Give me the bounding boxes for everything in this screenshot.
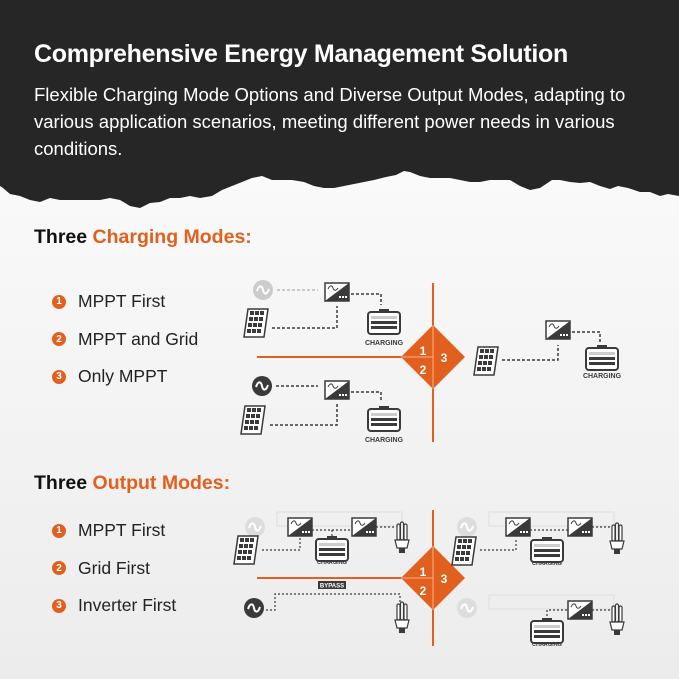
number-badge: 1 xyxy=(52,523,66,538)
page-subtitle: Flexible Charging Mode Options and Diver… xyxy=(34,84,626,159)
battery-icon xyxy=(530,617,564,644)
battery-label: CHARGING xyxy=(532,642,562,648)
light-bulb-icon xyxy=(394,521,410,554)
title-accent: Output Modes xyxy=(92,472,224,494)
inverter-icon xyxy=(567,517,593,537)
inverter-icon xyxy=(287,517,313,537)
inverter-icon xyxy=(324,282,350,302)
solar-panel-icon xyxy=(243,308,269,338)
title-suffix: : xyxy=(223,472,231,494)
battery-icon xyxy=(315,535,349,562)
grid-icon xyxy=(456,597,478,619)
charging-modes-title: Three Charging Modes: xyxy=(34,226,252,249)
diamond-number-3: 3 xyxy=(441,572,448,586)
battery-label: CHARGING xyxy=(317,560,347,566)
number-badge: 3 xyxy=(52,369,66,384)
output-modes-title: Three Output Modes: xyxy=(34,472,230,495)
charging-mode-2-diagram: CHARGING xyxy=(240,375,404,444)
battery-icon xyxy=(585,344,619,371)
grid-icon xyxy=(456,516,478,538)
grid-icon xyxy=(244,516,266,538)
output-mode-1-diagram: CHARGING xyxy=(233,511,410,566)
charging-mode-3-diagram: CHARGING xyxy=(473,320,622,380)
charging-mode-list: 1 MPPT First 2 MPPT and Grid 3 Only MPPT xyxy=(52,283,198,396)
title-accent: Charging Modes: xyxy=(92,226,252,248)
output-mode-2-diagram: BYPASS xyxy=(243,581,410,634)
diamond-number-3: 3 xyxy=(441,351,448,365)
mode-label: MPPT First xyxy=(78,520,166,541)
mode-label: MPPT First xyxy=(78,291,166,312)
battery-label: CHARGING xyxy=(532,561,562,567)
output-mode-list: 1 MPPT First 2 Grid First 3 Inverter Fir… xyxy=(52,512,176,625)
battery-label: CHARGING xyxy=(365,437,404,444)
grid-icon xyxy=(251,375,273,397)
mode-selector-diamond: 1 2 3 xyxy=(401,325,465,389)
solar-panel-icon xyxy=(473,346,499,376)
mode-label: MPPT and Grid xyxy=(78,328,199,349)
light-bulb-icon xyxy=(609,522,625,555)
output-mode-item: 2 Grid First xyxy=(52,550,176,588)
battery-icon xyxy=(367,405,401,432)
mode-label: Inverter First xyxy=(78,595,177,616)
number-badge: 2 xyxy=(52,561,66,576)
diamond-number-1: 1 xyxy=(420,565,427,579)
torn-paper-background xyxy=(0,0,679,208)
battery-icon xyxy=(530,536,564,563)
title-prefix: Three xyxy=(34,226,93,248)
battery-label: CHARGING xyxy=(583,373,622,380)
charging-mode-item: 2 MPPT and Grid xyxy=(52,321,198,359)
charging-mode-1-diagram: CHARGING xyxy=(243,279,404,347)
diamond-number-1: 1 xyxy=(420,344,427,358)
inverter-icon xyxy=(505,517,531,537)
solar-panel-icon xyxy=(233,535,259,565)
grid-icon xyxy=(252,279,274,301)
hero-banner: Comprehensive Energy Management Solution… xyxy=(0,0,679,215)
mode-label: Only MPPT xyxy=(78,366,168,387)
inverter-icon xyxy=(351,517,377,537)
title-prefix: Three xyxy=(34,472,93,494)
bypass-tag xyxy=(318,581,346,589)
number-badge: 1 xyxy=(52,294,66,309)
inverter-icon xyxy=(567,600,593,620)
number-badge: 3 xyxy=(52,598,66,613)
charging-mode-item: 1 MPPT First xyxy=(52,283,198,321)
inverter-icon xyxy=(324,380,350,400)
output-mode-item: 1 MPPT First xyxy=(52,512,176,550)
page-title: Comprehensive Energy Management Solution xyxy=(34,40,568,68)
battery-icon xyxy=(367,308,401,335)
output-mode-item: 3 Inverter First xyxy=(52,587,176,625)
inverter-icon xyxy=(545,320,571,340)
bypass-label: BYPASS xyxy=(320,584,344,590)
output-mode-3-diagram: CHARGING CHARGING xyxy=(451,511,625,648)
number-badge: 2 xyxy=(52,332,66,347)
charging-mode-item: 3 Only MPPT xyxy=(52,358,198,396)
diamond-number-2: 2 xyxy=(420,584,427,598)
diamond-number-2: 2 xyxy=(420,363,427,377)
battery-label: CHARGING xyxy=(365,340,404,347)
solar-panel-icon xyxy=(451,536,477,566)
light-bulb-icon xyxy=(394,601,410,634)
mode-label: Grid First xyxy=(78,557,150,578)
grid-icon xyxy=(243,597,265,619)
solar-panel-icon xyxy=(240,405,266,435)
light-bulb-icon xyxy=(609,603,625,636)
mode-selector-diamond: 1 2 3 xyxy=(401,546,465,610)
